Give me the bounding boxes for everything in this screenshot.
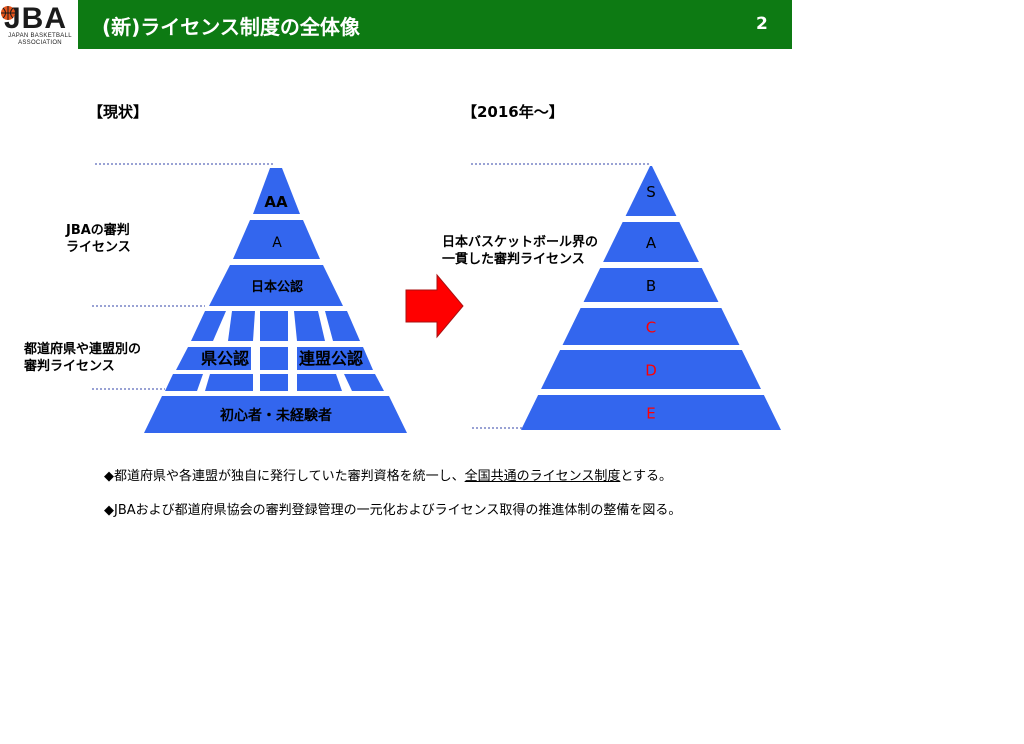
header-bar	[78, 0, 792, 49]
future-description-line1: 日本バスケットボール界の	[442, 235, 599, 250]
regional-cell-2	[228, 311, 255, 341]
future-description-line2: 一貫した審判ライセンス	[442, 252, 585, 267]
bullet-marker: ◆	[104, 469, 114, 484]
future-level-label: B	[646, 277, 656, 295]
future-description: 日本バスケットボール界の 一貫した審判ライセンス	[442, 234, 598, 268]
regional-cell-12	[297, 374, 342, 391]
current-level-nihon-label: 日本公認	[251, 279, 303, 295]
regional-cell-4	[294, 311, 325, 341]
regional-cell-7	[260, 347, 288, 370]
regional-cell-6	[176, 347, 251, 370]
regional-cell-3	[260, 311, 288, 341]
arrow-right-icon	[405, 273, 464, 339]
current-level-base	[144, 396, 407, 433]
bullet-1: ◆都道府県や各連盟が独自に発行していた審判資格を統一し、全国共通のライセンス制度…	[104, 465, 672, 484]
current-level-aa	[253, 168, 300, 214]
jba-license-label-line1: JBAの審判	[66, 223, 130, 238]
bullet-1-tail: とする。	[620, 469, 672, 484]
logo: JBA JAPAN BASKETBALL ASSOCIATION	[0, 0, 78, 49]
bullet-marker: ◆	[104, 503, 114, 518]
bullet-2: ◆JBAおよび都道府県協会の審判登録管理の一元化およびライセンス取得の推進体制の…	[104, 499, 681, 518]
current-level-a-label: A	[272, 235, 282, 251]
bullet-1-text: 都道府県や各連盟が独自に発行していた審判資格を統一し、	[114, 469, 465, 484]
regional-cell-10	[205, 374, 253, 391]
current-level-base-label: 初心者・未経験者	[220, 407, 332, 424]
regional-right-label: 連盟公認	[299, 349, 363, 368]
future-level-label: C	[646, 319, 656, 337]
future-level-band	[603, 222, 699, 262]
future-level-label: D	[645, 362, 657, 380]
future-level-label: A	[646, 234, 657, 252]
future-level-band	[583, 268, 719, 302]
logo-subtext: JAPAN BASKETBALL ASSOCIATION	[8, 33, 72, 46]
regional-cell-13	[344, 374, 384, 391]
future-level-band	[541, 350, 761, 389]
future-level-band	[562, 308, 740, 345]
current-level-a	[233, 220, 320, 259]
logo-text: JBA	[4, 2, 68, 35]
future-level-band	[625, 166, 677, 216]
jba-license-label: JBAの審判 ライセンス	[66, 222, 131, 256]
page-title: (新)ライセンス制度の全体像	[102, 15, 360, 39]
current-level-nihon	[209, 265, 343, 306]
jba-license-label-line2: ライセンス	[66, 240, 131, 255]
current-pyramid: AA A 日本公認 県公認 連盟公認 初心者・未経験者	[144, 168, 407, 433]
future-section-title: 【2016年～】	[462, 103, 564, 121]
regional-license-label-line1: 都道府県や連盟別の	[24, 342, 142, 357]
basketball-icon	[1, 6, 15, 20]
current-section-title: 【現状】	[88, 103, 149, 121]
regional-cell-8	[297, 347, 373, 370]
future-level-label: S	[646, 183, 656, 201]
future-level-band	[521, 395, 781, 430]
future-level-label: E	[646, 405, 655, 423]
page-number: 2	[756, 14, 768, 34]
regional-cell-11	[260, 374, 288, 391]
bullet-1-emphasis: 全国共通のライセンス制度	[464, 469, 621, 484]
regional-license-label-line2: 審判ライセンス	[24, 359, 115, 374]
regional-license-label: 都道府県や連盟別の 審判ライセンス	[24, 341, 141, 375]
regional-cell-9	[165, 374, 203, 391]
regional-cell-1	[191, 311, 226, 341]
current-level-aa-label: AA	[264, 193, 288, 211]
regional-cell-5	[325, 311, 360, 341]
regional-left-label: 県公認	[201, 349, 249, 368]
bullet-2-text: JBAおよび都道府県協会の審判登録管理の一元化およびライセンス取得の推進体制の整…	[114, 503, 682, 518]
future-pyramid: S A B C D E	[521, 166, 781, 430]
